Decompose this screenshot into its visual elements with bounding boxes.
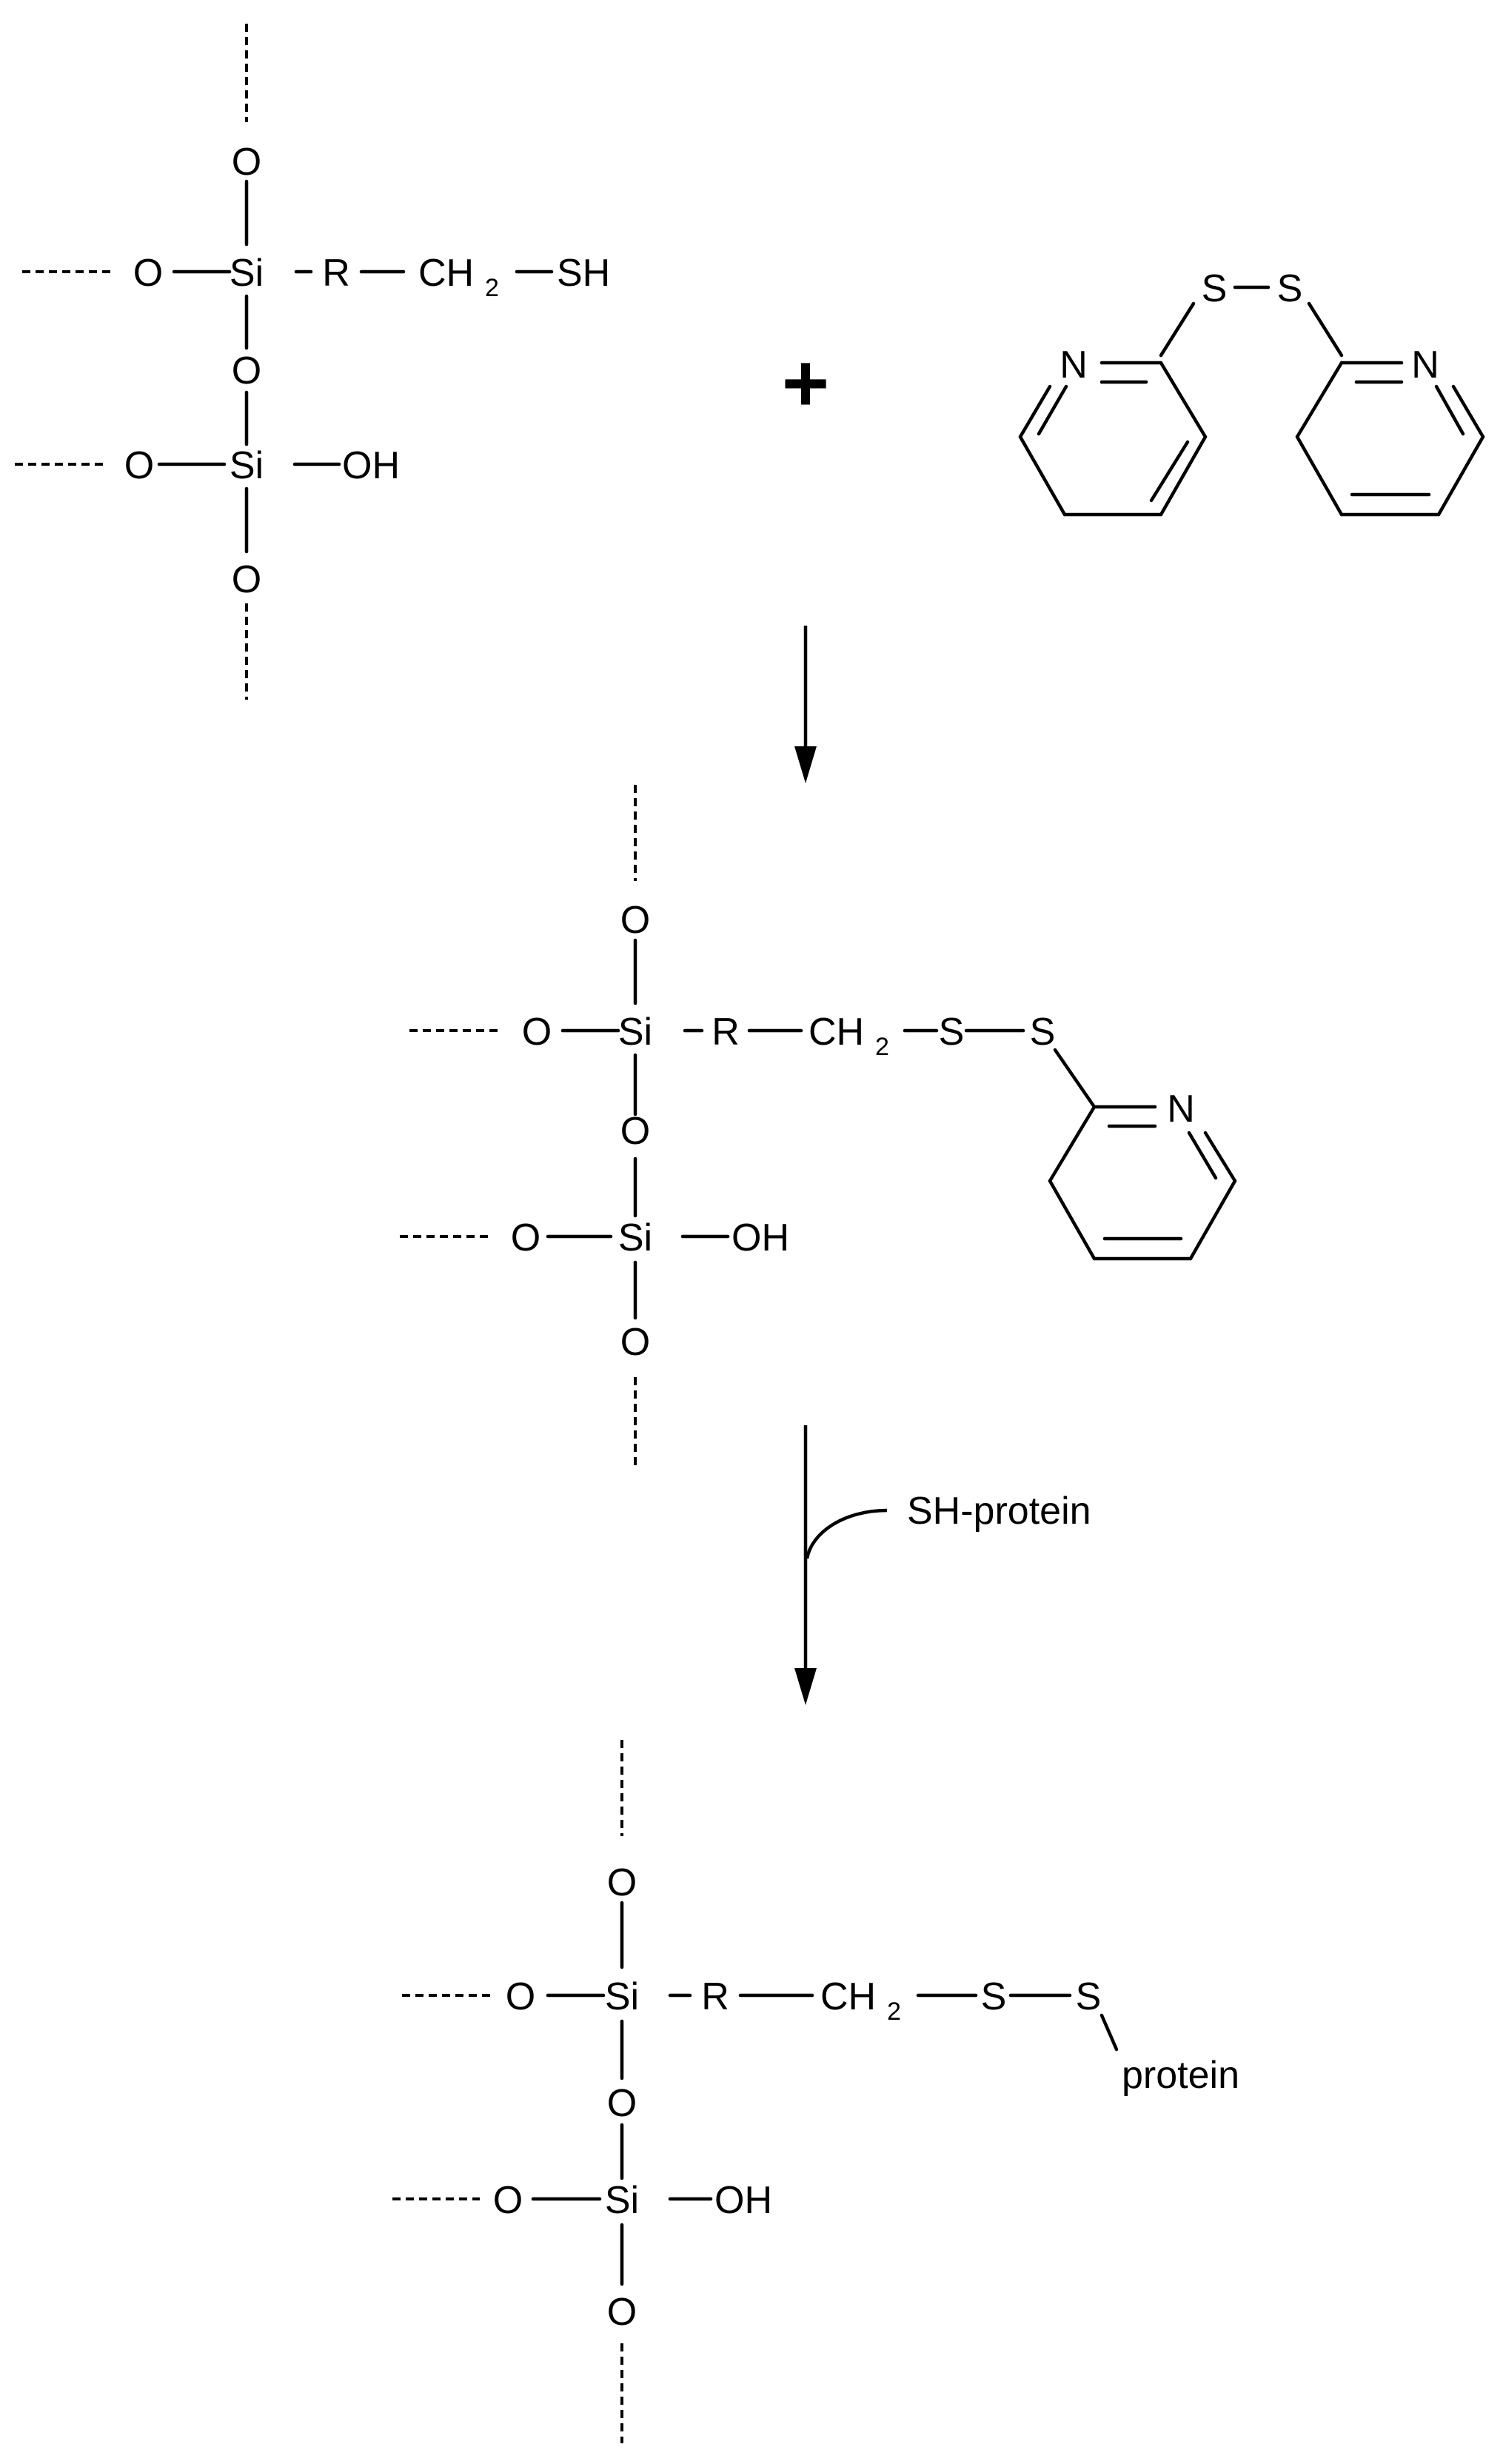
oxygen-atom: O xyxy=(124,444,154,487)
sulfur-atom: S xyxy=(1277,267,1303,310)
oxygen-atom: O xyxy=(620,1110,650,1153)
silicon-atom: Si xyxy=(605,2179,639,2222)
oxygen-atom: O xyxy=(232,349,261,392)
oxygen-atom: O xyxy=(232,558,261,601)
oxygen-atom: O xyxy=(133,252,163,295)
thiol-silica-structure: O O Si R CH 2 SH O O Si OH O xyxy=(15,24,610,700)
hydroxyl-group: OH xyxy=(732,1216,789,1259)
silicon-atom: Si xyxy=(605,1975,639,2018)
oxygen-atom: O xyxy=(506,1975,535,2018)
ch-group: CH xyxy=(820,1975,876,2018)
subscript-2: 2 xyxy=(875,1033,889,1061)
subscript-2: 2 xyxy=(887,1998,901,2026)
nitrogen-atom: N xyxy=(1167,1088,1195,1131)
reaction-arrow xyxy=(794,626,817,783)
hydroxyl-group: OH xyxy=(714,2179,772,2222)
ch-group: CH xyxy=(809,1011,864,1054)
reaction-arrow-with-reagent: SH-protein xyxy=(794,1425,1091,1705)
sulfur-atom: S xyxy=(1202,267,1228,310)
oxygen-atom: O xyxy=(232,141,261,184)
subscript-2: 2 xyxy=(485,274,499,302)
oxygen-atom: O xyxy=(607,2291,637,2334)
silicon-atom: Si xyxy=(618,1216,652,1259)
protein-label: protein xyxy=(1122,2054,1239,2097)
plus-sign: + xyxy=(782,338,829,429)
sulfur-atom: S xyxy=(1076,1975,1102,2018)
oxygen-atom: O xyxy=(620,899,650,942)
pyridyl-disulfide-silica-structure: O O Si R CH 2 S S N O O Si OH O xyxy=(400,785,1237,1470)
oxygen-atom: O xyxy=(511,1216,540,1259)
oxygen-atom: O xyxy=(607,1861,637,1904)
nitrogen-atom: N xyxy=(1060,344,1088,386)
hydroxyl-group: OH xyxy=(342,444,400,487)
oxygen-atom: O xyxy=(522,1011,552,1054)
r-group: R xyxy=(712,1011,740,1054)
oxygen-atom: O xyxy=(620,1321,650,1364)
sulfur-atom: S xyxy=(939,1011,965,1054)
silicon-atom: Si xyxy=(230,252,264,295)
ch-group: CH xyxy=(418,252,474,295)
oxygen-atom: O xyxy=(493,2179,523,2222)
protein-conjugated-silica-structure: O O Si R CH 2 S S protein O O Si OH O xyxy=(392,1740,1239,2443)
silicon-atom: Si xyxy=(618,1011,652,1054)
silicon-atom: Si xyxy=(230,444,264,487)
nitrogen-atom: N xyxy=(1411,344,1439,386)
reagent-label: SH-protein xyxy=(907,1490,1091,1533)
r-group: R xyxy=(322,252,350,295)
r-group: R xyxy=(701,1975,729,2018)
sulfur-atom: S xyxy=(1030,1011,1056,1054)
sulfur-atom: S xyxy=(981,1975,1007,2018)
dipyridyl-disulfide-structure: S S N N xyxy=(1018,267,1485,517)
oxygen-atom: O xyxy=(607,2082,637,2125)
thiol-group: SH xyxy=(557,252,610,295)
